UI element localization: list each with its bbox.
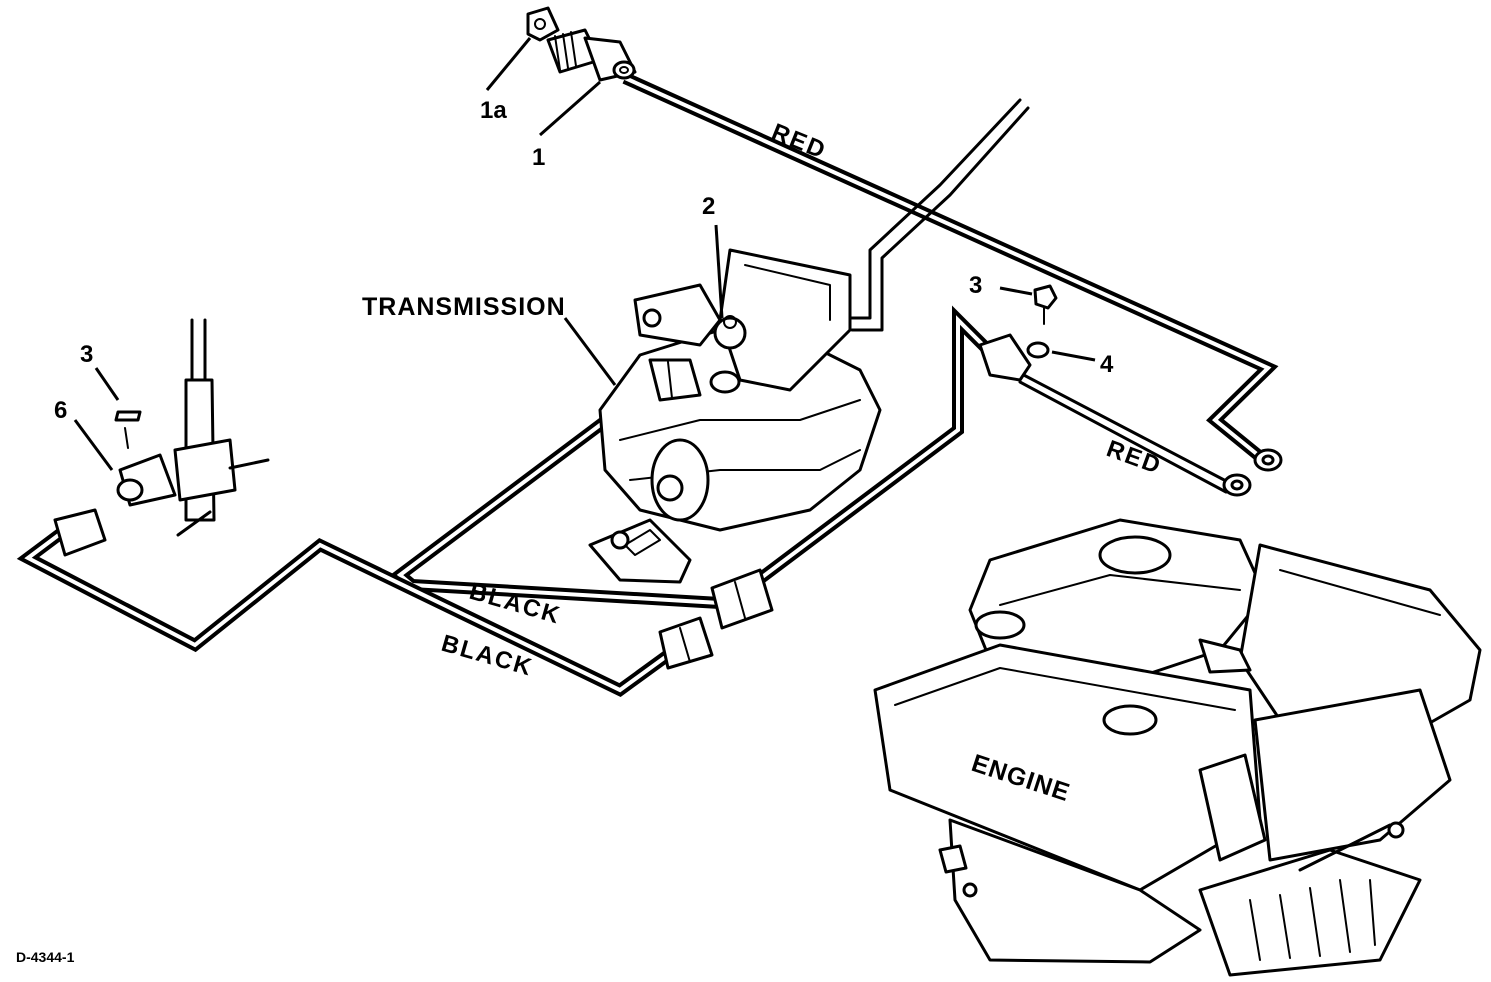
ring-terminal-b [1222,473,1252,497]
wire-red-ground [1016,370,1230,494]
label-part-6: 6 [54,397,67,424]
drawing-code: D-4344-1 [16,949,75,965]
wire-transmission-lead [838,98,1030,332]
wire-red-main [622,72,1279,460]
label-part-2: 2 [702,193,715,220]
transmission [588,248,882,584]
connector-black-upper [710,568,774,630]
label-part-3-left: 3 [80,341,93,368]
brake-switch-assembly [53,318,270,557]
wire-black-lower [16,523,679,697]
leader-lines [73,37,1096,471]
label-part-4: 4 [1100,351,1114,378]
ring-terminal-a [1253,448,1283,472]
label-transmission: TRANSMISSION [362,293,566,321]
label-part-1a: 1a [480,97,507,124]
label-part-1: 1 [532,144,545,171]
connector-black-lower [658,616,714,670]
wire-ground-to-engine [741,305,995,595]
key-switch [526,6,637,82]
ground-clip-right [978,284,1058,382]
engine [873,518,1482,977]
label-part-3-right: 3 [969,272,982,299]
